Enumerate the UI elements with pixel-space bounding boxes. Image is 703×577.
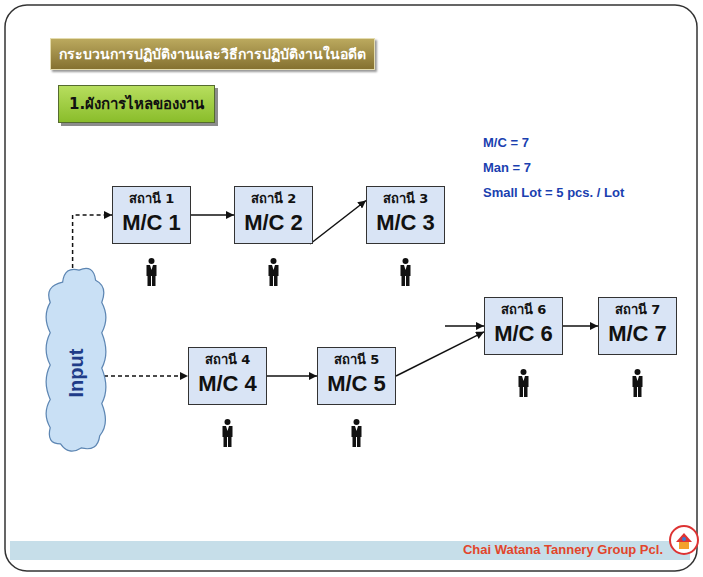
worker-body <box>223 426 233 437</box>
flow-arrow <box>104 375 188 377</box>
worker-head <box>521 369 527 375</box>
station-name: สถานี 7 <box>603 300 672 320</box>
worker-icon <box>223 419 233 447</box>
worker-leg <box>274 276 278 286</box>
worker-collar <box>226 426 229 431</box>
worker-icon <box>401 258 411 286</box>
station-box: สถานี 6M/C 6 <box>484 297 563 355</box>
worker-head <box>354 419 360 425</box>
worker-leg <box>357 437 361 447</box>
station-name: สถานี 1 <box>117 189 186 209</box>
worker-icons <box>147 258 643 447</box>
title-bar: กระบวนการปฏิบัติงานและวิธีการปฏิบัติงานใ… <box>50 38 375 70</box>
worker-collar <box>272 265 275 270</box>
worker-leg <box>270 276 274 286</box>
heading-text: 1.ผังการไหลของงาน <box>69 92 204 116</box>
input-label: Input <box>65 349 88 398</box>
worker-leg <box>524 387 528 397</box>
station-name: สถานี 3 <box>371 189 440 209</box>
worker-leg <box>148 276 152 286</box>
worker-body <box>633 376 643 387</box>
station-box: สถานี 2M/C 2 <box>234 186 313 244</box>
station-name: สถานี 5 <box>322 350 391 370</box>
worker-collar <box>636 376 639 381</box>
slide-frame <box>5 5 697 571</box>
worker-leg <box>520 387 524 397</box>
station-name: สถานี 6 <box>489 300 558 320</box>
worker-icon <box>633 369 643 397</box>
flow-arrow <box>310 201 366 245</box>
flow-arrow <box>191 214 234 216</box>
machine-label: M/C 1 <box>117 209 186 237</box>
input-cloud: Input <box>42 262 110 454</box>
worker-head <box>403 258 409 264</box>
summary-note: Man = 7 <box>483 160 531 175</box>
worker-icon <box>519 369 529 397</box>
flow-arrow <box>445 325 484 327</box>
worker-head <box>271 258 277 264</box>
worker-leg <box>353 437 357 447</box>
company-logo <box>670 526 698 554</box>
worker-leg <box>152 276 156 286</box>
footer-band <box>10 541 690 560</box>
worker-head <box>225 419 231 425</box>
machine-label: M/C 4 <box>193 370 262 398</box>
machine-label: M/C 5 <box>322 370 391 398</box>
worker-collar <box>522 376 525 381</box>
summary-note: Small Lot = 5 pcs. / Lot <box>483 185 624 200</box>
worker-icon <box>269 258 279 286</box>
worker-leg <box>634 387 638 397</box>
worker-collar <box>404 265 407 270</box>
worker-head <box>149 258 155 264</box>
worker-leg <box>402 276 406 286</box>
worker-leg <box>224 437 228 447</box>
worker-body <box>401 265 411 276</box>
station-box: สถานี 5M/C 5 <box>317 347 396 405</box>
machine-label: M/C 2 <box>239 209 308 237</box>
machine-label: M/C 3 <box>371 209 440 237</box>
station-box: สถานี 3M/C 3 <box>366 186 445 244</box>
machine-label: M/C 7 <box>603 320 672 348</box>
worker-body <box>269 265 279 276</box>
worker-body <box>147 265 157 276</box>
station-box: สถานี 4M/C 4 <box>188 347 267 405</box>
cloud-path <box>46 268 106 451</box>
flow-arrow <box>267 375 317 377</box>
station-box: สถานี 1M/C 1 <box>112 186 191 244</box>
summary-note: M/C = 7 <box>483 135 529 150</box>
station-name: สถานี 2 <box>239 189 308 209</box>
worker-leg <box>228 437 232 447</box>
flow-arrow <box>396 332 484 376</box>
worker-icon <box>352 419 362 447</box>
worker-collar <box>150 265 153 270</box>
machine-label: M/C 6 <box>489 320 558 348</box>
company-name: Chai Watana Tannery Group Pcl. <box>463 542 663 557</box>
flow-arrow <box>73 215 112 268</box>
worker-head <box>635 369 641 375</box>
worker-icon <box>147 258 157 286</box>
worker-body <box>352 426 362 437</box>
station-name: สถานี 4 <box>193 350 262 370</box>
flow-arrow <box>563 325 598 327</box>
worker-leg <box>406 276 410 286</box>
title-text: กระบวนการปฏิบัติงานและวิธีการปฏิบัติงานใ… <box>59 43 366 65</box>
station-box: สถานี 7M/C 7 <box>598 297 677 355</box>
worker-collar <box>355 426 358 431</box>
section-heading-box: 1.ผังการไหลของงาน <box>58 85 215 123</box>
worker-leg <box>638 387 642 397</box>
worker-body <box>519 376 529 387</box>
